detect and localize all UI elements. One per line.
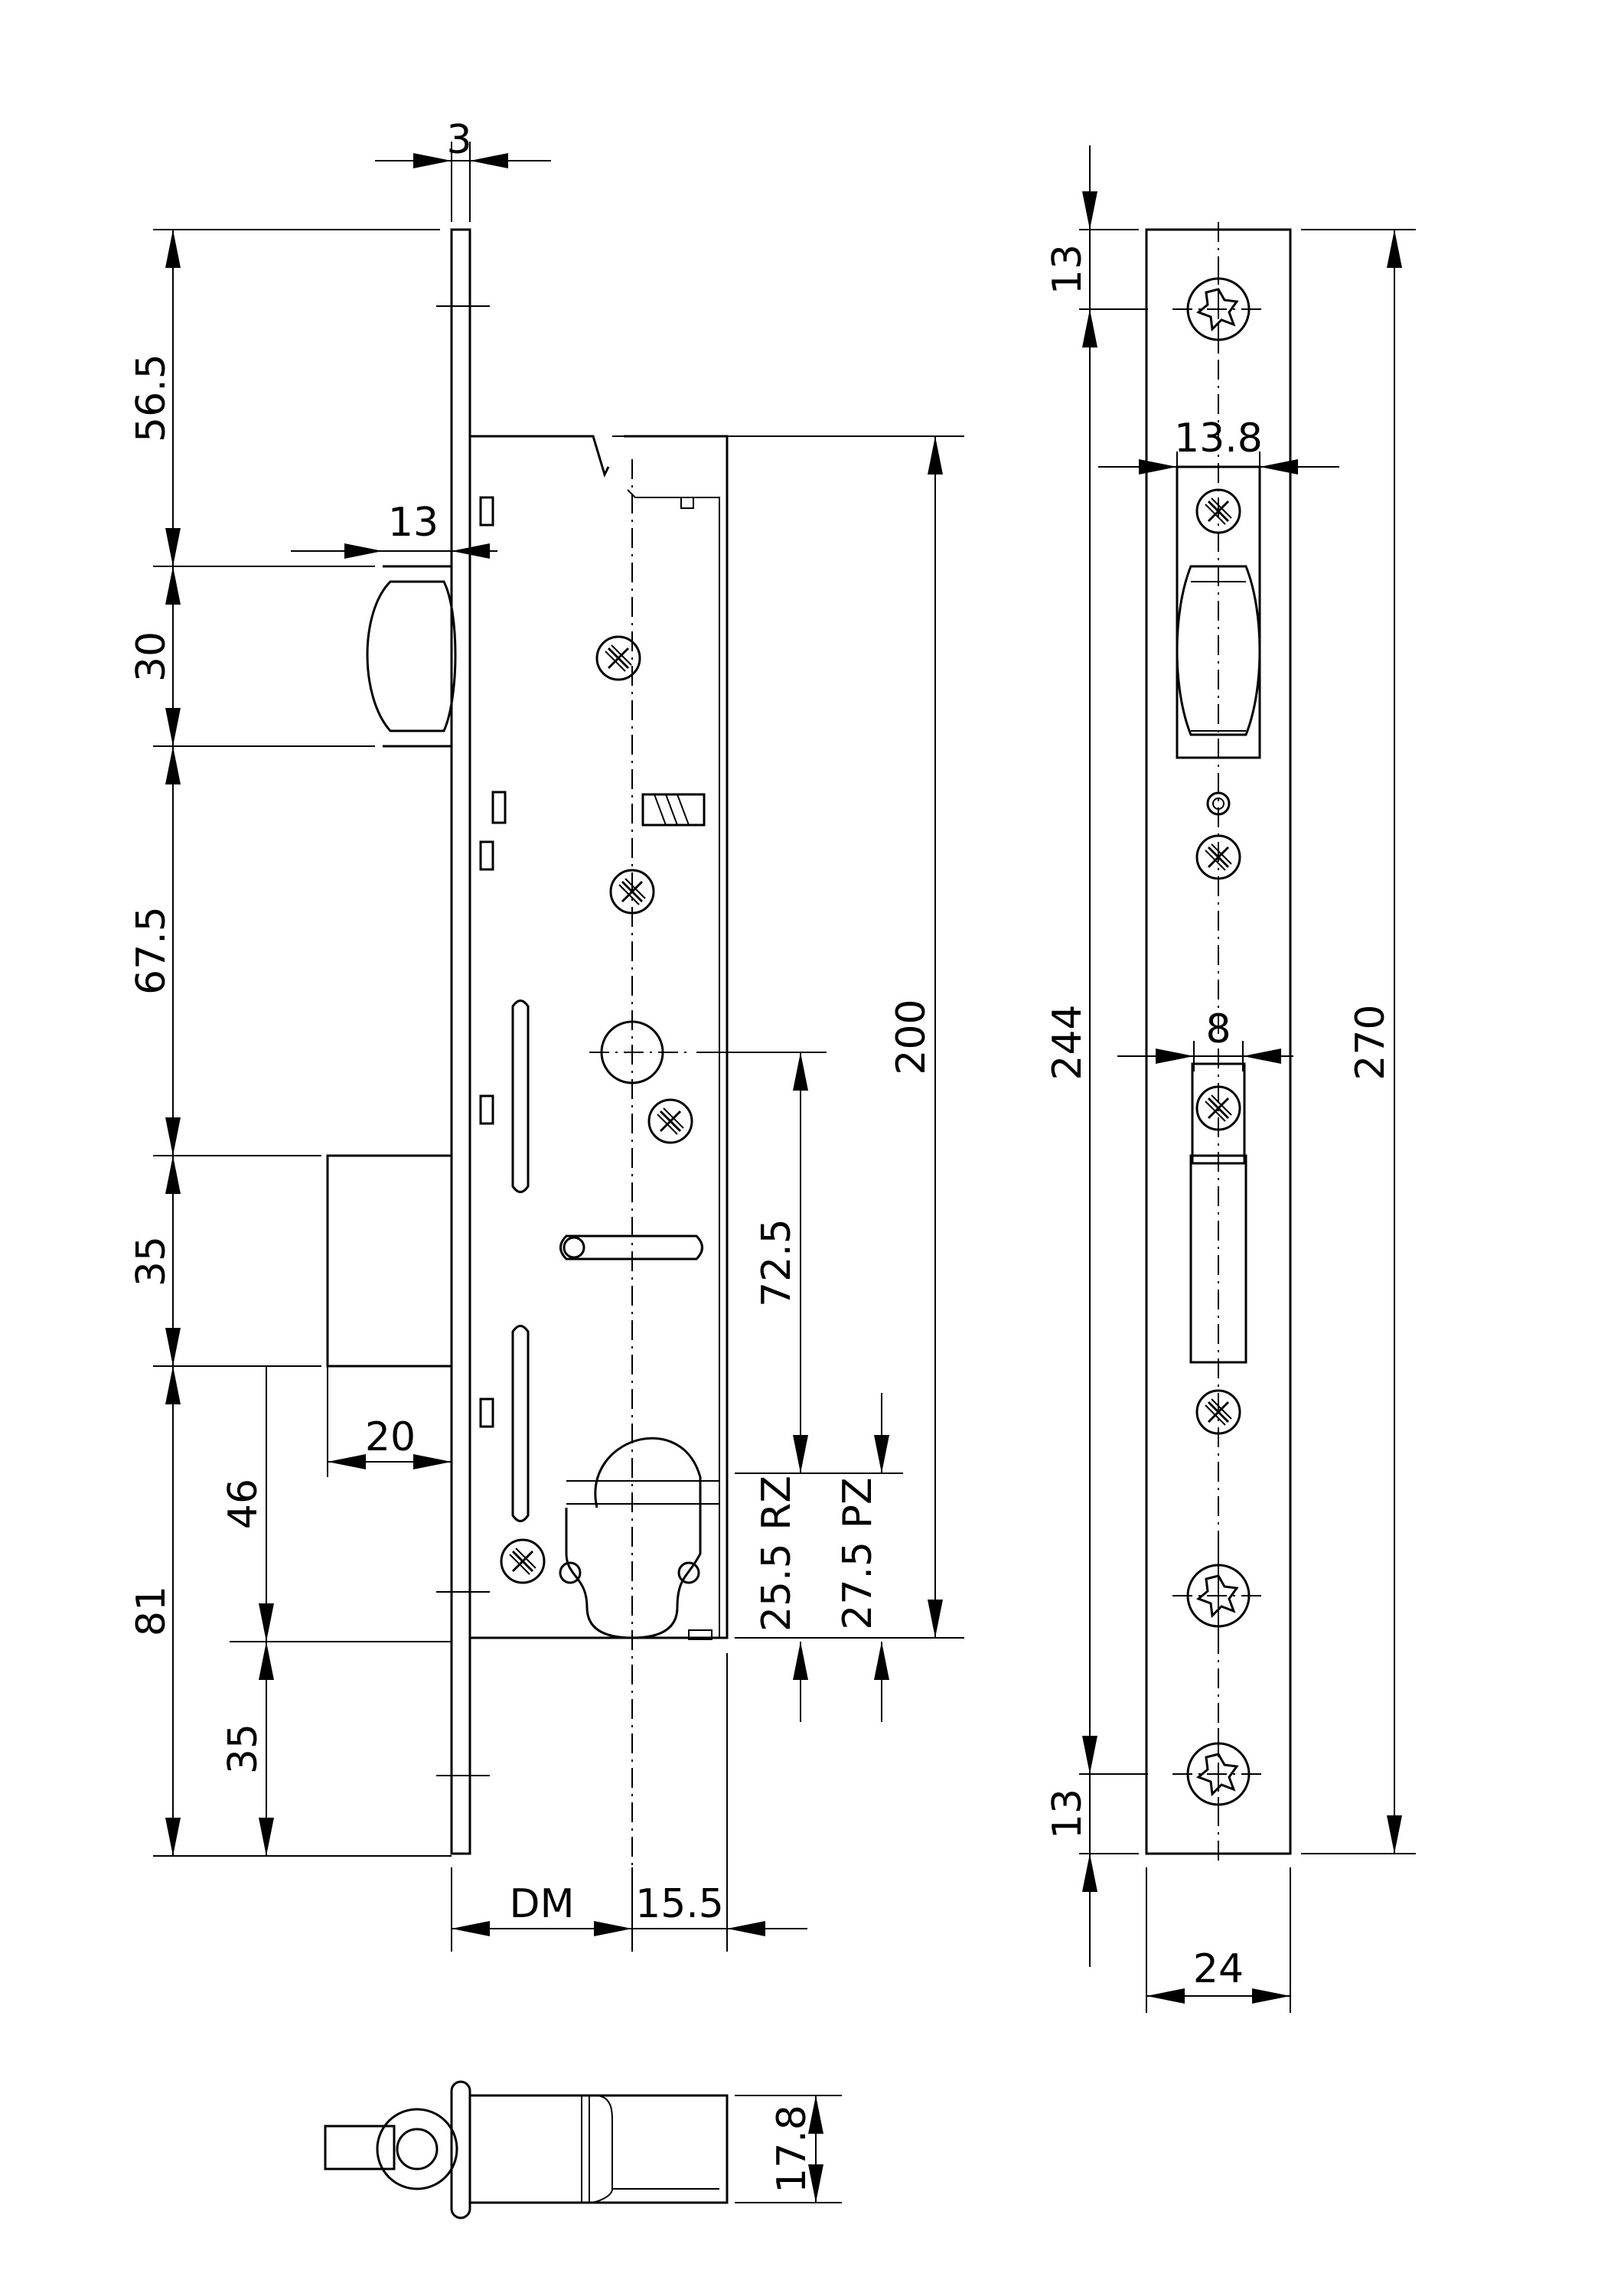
dim-screw-spacing: 244 bbox=[1045, 1004, 1091, 1080]
front-dimensions bbox=[153, 142, 964, 1952]
torx-screw-icon bbox=[1171, 262, 1266, 357]
dim-plate-width: 24 bbox=[1193, 1946, 1244, 1992]
dim-bottom-screw-offset: 13 bbox=[1045, 1789, 1091, 1839]
dim-handle-to-cylinder: 72.5 bbox=[754, 1218, 800, 1307]
dim-rz: 25.5 RZ bbox=[754, 1476, 800, 1632]
dim-top-screw-offset: 13 bbox=[1045, 244, 1091, 295]
dim-faceplate-thickness: 3 bbox=[446, 117, 471, 163]
dim-cylinder-to-bottom: 35 bbox=[220, 1724, 266, 1774]
case-body bbox=[470, 435, 729, 1639]
dim-latch-to-bolt: 67.5 bbox=[129, 906, 174, 995]
torx-screw-icon bbox=[1171, 1727, 1266, 1821]
dim-pz: 27.5 PZ bbox=[835, 1477, 881, 1629]
dim-backset: DM bbox=[510, 1881, 575, 1927]
dim-case-depth: 15.5 bbox=[635, 1881, 724, 1927]
latch-bolt bbox=[366, 565, 457, 748]
side-bolt-opening bbox=[1191, 1062, 1246, 1165]
dead-bolt bbox=[326, 1154, 453, 1368]
dim-bolt-to-bottom: 81 bbox=[129, 1586, 174, 1636]
screw-icon bbox=[647, 1098, 693, 1144]
dim-latch-width: 13.8 bbox=[1174, 416, 1263, 461]
side-latch bbox=[1176, 565, 1261, 736]
front-dimension-labels: 3 56.5 13 30 67.5 35 20 46 81 35 200 72.… bbox=[129, 117, 934, 1927]
side-bolt-slot bbox=[1189, 1154, 1247, 1364]
screw-icon bbox=[595, 635, 641, 681]
side-dimensions bbox=[1079, 145, 1416, 2013]
dim-case-width: 17.8 bbox=[769, 2105, 815, 2193]
dim-case-height: 200 bbox=[889, 999, 934, 1075]
dim-top-to-latch: 56.5 bbox=[129, 354, 174, 442]
bottom-dimensions: 17.8 bbox=[735, 2095, 842, 2203]
cylinder-cutout bbox=[559, 1437, 719, 1639]
dim-total-length: 270 bbox=[1348, 1004, 1394, 1080]
screw-icon bbox=[1195, 488, 1241, 534]
front-view bbox=[326, 228, 729, 1906]
dim-bolt-projection: 20 bbox=[365, 1414, 416, 1460]
dim-latch-projection: 13 bbox=[388, 500, 439, 546]
dim-bolt-width: 8 bbox=[1205, 1006, 1231, 1052]
side-dimension-labels: 13 13.8 8 244 270 13 24 bbox=[1045, 244, 1394, 1992]
torx-screw-icon bbox=[1171, 1548, 1266, 1643]
dim-bolt-height: 35 bbox=[129, 1236, 174, 1287]
hatched-block bbox=[641, 793, 706, 827]
faceplate bbox=[450, 228, 471, 1855]
bottom-view bbox=[324, 2080, 729, 2219]
dim-bolt-to-cylinder: 46 bbox=[220, 1479, 266, 1529]
dim-latch-height: 30 bbox=[129, 631, 174, 682]
screw-icon bbox=[500, 1538, 546, 1584]
